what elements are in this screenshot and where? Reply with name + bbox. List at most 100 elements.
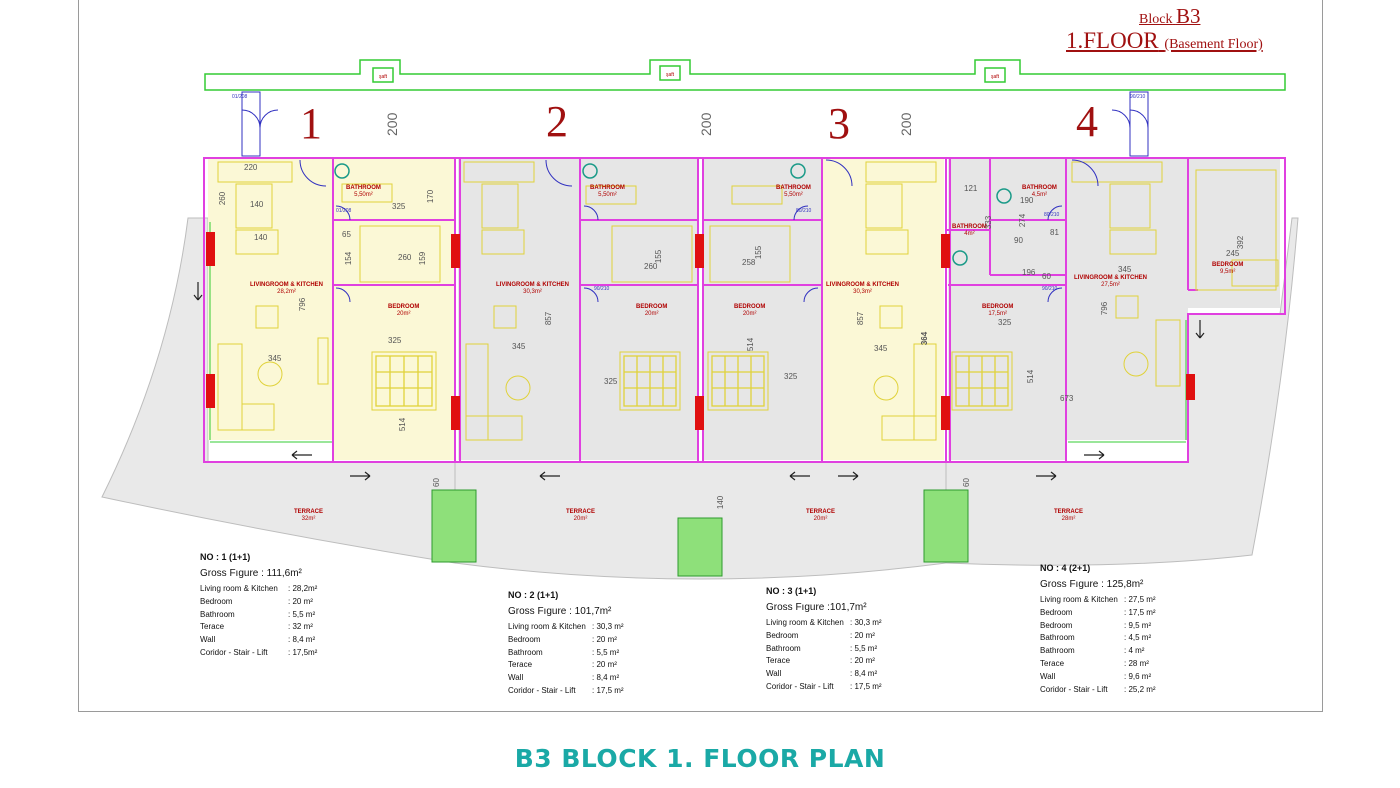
room-area: 30,3m² xyxy=(853,289,872,295)
measurement: 140 xyxy=(716,495,726,510)
block-prefix: Block xyxy=(1139,12,1173,27)
corridor xyxy=(204,59,1286,91)
info-value: : 9,6 m² xyxy=(1124,671,1152,681)
direction-arrows xyxy=(193,282,1205,481)
info-value: : 25,2 m² xyxy=(1124,684,1156,694)
measurement: 514 xyxy=(1026,369,1036,384)
info-value: : 30,3 m² xyxy=(850,618,882,627)
info-value: : 17,5 m² xyxy=(850,681,882,691)
gap-dimension-3: 200 xyxy=(898,112,914,136)
info-row: Living room & Kitchen: 27,5 m² xyxy=(1040,594,1156,607)
info-value: : 17,5 m² xyxy=(592,685,624,695)
unit-title: NO : 4 (2+1) xyxy=(1040,563,1091,573)
unit-info-1: NO : 1 (1+1) Gross Fıgure : 111,6m² Livi… xyxy=(200,552,317,660)
measurement: 90/210 xyxy=(1042,286,1058,292)
info-value: : 5,5 m² xyxy=(288,609,316,619)
info-row: Bedroom: 20 m² xyxy=(200,596,317,609)
measurement: 857 xyxy=(544,311,554,326)
info-key: Bathroom xyxy=(766,643,801,653)
room-name: TERRACE xyxy=(566,509,596,515)
info-key: Bedroom xyxy=(200,596,233,606)
room-area: 32m² xyxy=(301,516,316,522)
room-area: 20m² xyxy=(573,516,588,522)
info-row: Terace: 32 m² xyxy=(200,621,317,634)
info-row: Terace: 20 m² xyxy=(766,655,882,668)
room-name: BATHROOM xyxy=(1022,185,1057,191)
info-row: Bedroom: 20 m² xyxy=(508,634,624,647)
info-row: Bathroom : 4 m² xyxy=(1040,645,1156,658)
room-area: 9,5m² xyxy=(1220,269,1236,275)
measurement: 673 xyxy=(1060,394,1074,403)
measurement: 245 xyxy=(1226,249,1240,258)
room-area: 4m² xyxy=(964,231,975,237)
measurement: 857 xyxy=(856,311,866,326)
info-row: Living room & Kitchen: 28,2m² xyxy=(200,583,317,596)
measurement: 01/208 xyxy=(336,208,352,214)
info-row: Wall: 9,6 m² xyxy=(1040,671,1156,684)
info-key: Wall xyxy=(508,673,524,683)
room-name: LIVINGROOM & KITCHEN xyxy=(250,282,323,288)
info-key: Bathroom xyxy=(1040,646,1075,656)
unit-title: NO : 2 (1+1) xyxy=(508,590,559,600)
room-name: TERRACE xyxy=(1054,509,1084,515)
info-key: Coridor - Stair - Lift xyxy=(508,685,576,695)
info-key: Bedroom xyxy=(1040,620,1073,630)
info-value: : 28 m² xyxy=(1124,658,1149,668)
columns xyxy=(206,232,1195,430)
room-area: 20m² xyxy=(813,516,828,522)
room-area: 5,50m² xyxy=(598,192,617,198)
terrace-unit-4 xyxy=(945,217,1299,566)
info-key: Living room & Kitchen xyxy=(766,618,844,627)
measurement: 60 xyxy=(1042,272,1051,281)
measurement: 121 xyxy=(964,184,978,193)
measurement: 514 xyxy=(398,417,408,432)
info-row: Bedroom: 17,5 m² xyxy=(1040,607,1156,620)
room-name: BATHROOM xyxy=(776,185,811,191)
info-row: Wall: 8,4 m² xyxy=(766,668,882,681)
room-area: 4,5m² xyxy=(1031,192,1048,198)
measurement: 260 xyxy=(218,191,228,206)
measurement: 60 xyxy=(961,478,971,487)
beds xyxy=(375,355,1009,407)
measurement: 345 xyxy=(1118,265,1132,274)
measurement: 364 xyxy=(920,331,930,346)
measurement: 80/210 xyxy=(1044,212,1060,218)
info-row: Bathroom : 5,5 m² xyxy=(766,643,882,656)
room-area: 20m² xyxy=(742,311,757,317)
info-key: Terace xyxy=(1040,658,1065,668)
room-area: 5,50m² xyxy=(784,192,803,198)
room-area: 20m² xyxy=(644,311,659,317)
unit-gross: Gross Fıgure : 101,7m² xyxy=(508,606,612,617)
measurement: 345 xyxy=(268,354,282,363)
info-value: : 8,4 m² xyxy=(592,673,620,683)
bathroom-doors xyxy=(299,159,1099,303)
measurement: 796 xyxy=(298,297,308,312)
info-value: : 20 m² xyxy=(592,634,617,644)
measurement: 170 xyxy=(426,189,436,204)
unit-title: NO : 3 (1+1) xyxy=(766,586,817,596)
measurement: 325 xyxy=(392,202,406,211)
unit-info-4: NO : 4 (2+1) Gross Fıgure : 125,8m² Livi… xyxy=(1040,563,1156,696)
unit-number-3: 3 xyxy=(828,99,850,148)
info-value: : 9,5 m² xyxy=(1124,620,1152,630)
info-value: : 20 m² xyxy=(592,660,617,670)
garden-3 xyxy=(923,489,969,563)
room-name: BEDROOM xyxy=(734,304,766,310)
room-name: TERRACE xyxy=(806,509,836,515)
measurement: 796 xyxy=(1100,301,1110,316)
room-name: LIVINGROOM & KITCHEN xyxy=(1074,275,1147,281)
info-value: : 4 m² xyxy=(1124,646,1145,656)
measurement: 258 xyxy=(742,258,756,267)
info-value: : 5,5 m² xyxy=(850,643,878,653)
info-row: Living room & Kitchen : 30,3 m² xyxy=(766,617,882,630)
measurement: 325 xyxy=(604,377,618,386)
